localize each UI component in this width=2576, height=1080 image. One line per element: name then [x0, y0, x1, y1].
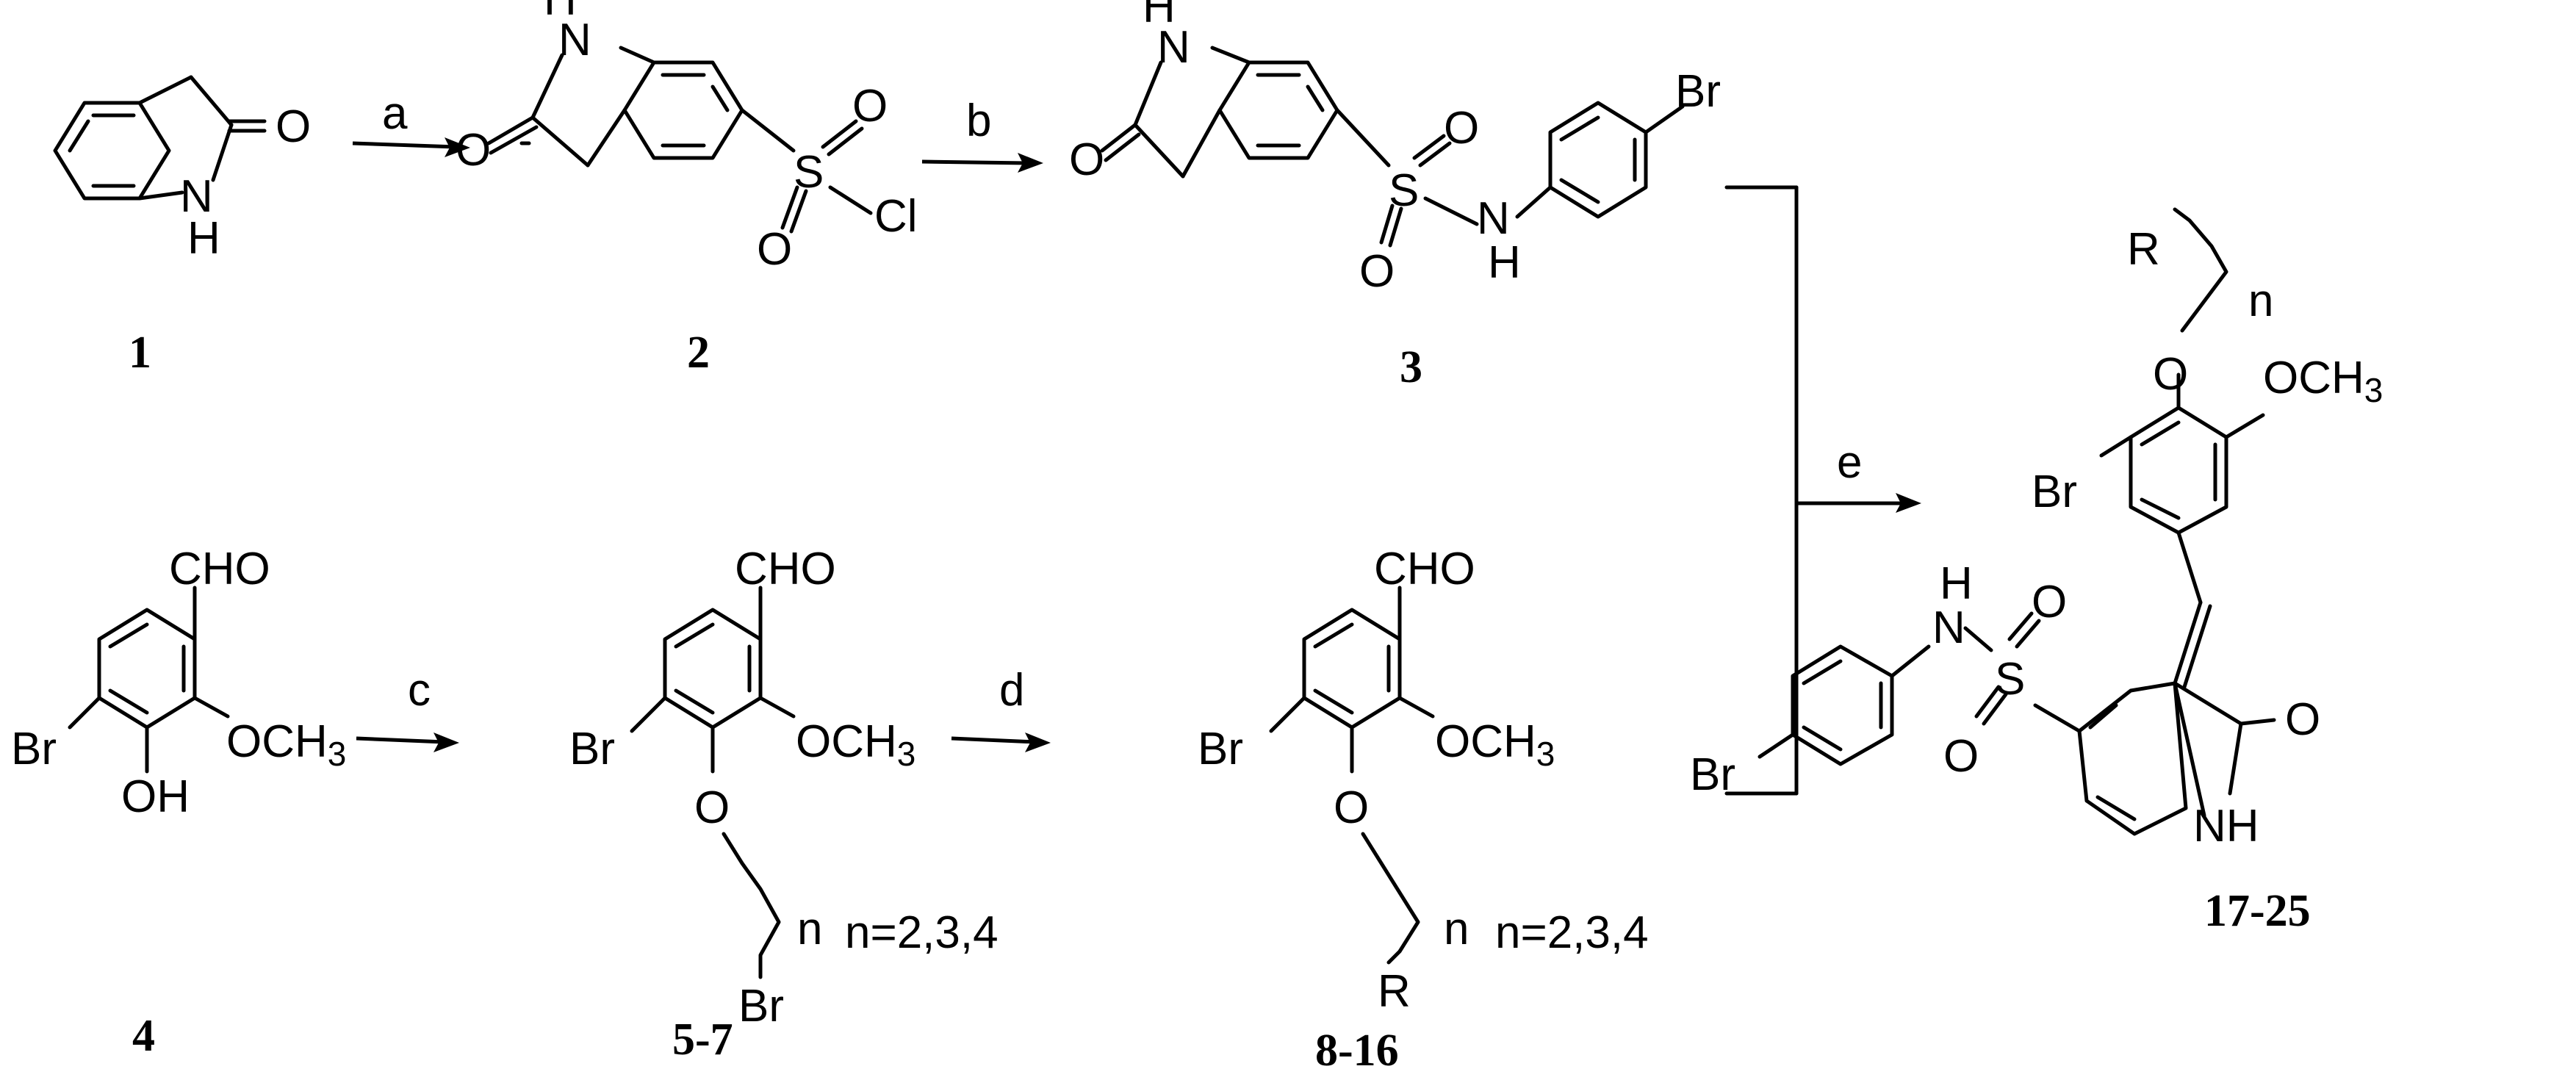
compound-label-5-7: 5-7 — [672, 1015, 733, 1065]
atom-h: H — [1488, 237, 1521, 288]
atom-br: Br — [1675, 66, 1721, 117]
atom-r: R — [2127, 224, 2160, 275]
atom-br: Br — [1198, 724, 1243, 774]
compound-2-structure: N H O S O O Cl — [456, 0, 918, 275]
compound-label-1: 1 — [129, 328, 151, 378]
step-label-a: a — [382, 88, 408, 139]
atom-h: H — [1940, 558, 1973, 609]
arrow-step-c — [356, 732, 459, 752]
atom-oh: OH — [121, 771, 190, 822]
compound-label-17-25: 17-25 — [2204, 886, 2311, 936]
compound-5-7-structure: CHO Br OCH3 O n Br — [569, 544, 915, 1032]
atom-n: N — [180, 171, 213, 222]
atom-o: O — [2032, 577, 2067, 627]
atom-o: O — [1334, 782, 1369, 833]
atom-br: Br — [1690, 749, 1735, 800]
compound-4-structure: CHO Br OH OCH3 — [11, 544, 346, 822]
atom-o: O — [1069, 134, 1104, 185]
step-label-e: e — [1837, 437, 1862, 488]
atom-br: Br — [11, 724, 57, 774]
arrow-step-d — [951, 732, 1051, 752]
atom-br: Br — [2032, 467, 2077, 517]
atom-n: N — [1157, 22, 1190, 73]
arrow-step-e — [1796, 493, 1921, 513]
atom-n: N — [558, 15, 591, 65]
atom-s: S — [1995, 654, 2025, 705]
atom-h: H — [187, 213, 220, 264]
atom-n-count: n — [1444, 904, 1469, 954]
bracket-merge — [1724, 185, 1799, 796]
atom-nh: NH — [2193, 801, 2259, 852]
atom-br: Br — [738, 981, 784, 1032]
atom-o: O — [1444, 103, 1479, 154]
atom-n-count: n — [797, 904, 822, 954]
atom-cho: CHO — [169, 544, 270, 594]
atom-n: N — [1932, 602, 1965, 653]
atom-o: O — [852, 81, 888, 132]
atom-o: O — [757, 224, 792, 275]
atom-och3: OCH3 — [226, 716, 346, 773]
atom-s: S — [794, 147, 824, 198]
compound-label-4: 4 — [132, 1011, 155, 1061]
step-label-c: c — [408, 665, 431, 716]
compound-1-structure: O N H — [53, 75, 311, 264]
arrow-step-b — [921, 153, 1043, 173]
atom-n: N — [1477, 193, 1510, 244]
atom-o: O — [276, 101, 311, 152]
atom-o: O — [694, 782, 730, 833]
compound-label-8-16: 8-16 — [1315, 1026, 1399, 1076]
atom-h: H — [544, 0, 577, 25]
atom-n-count: n — [2248, 276, 2273, 326]
atom-cho: CHO — [735, 544, 836, 594]
atom-o: O — [2285, 694, 2320, 745]
atom-o: O — [1943, 731, 1979, 782]
atom-o: O — [456, 125, 491, 176]
atom-o: O — [2153, 349, 2188, 400]
n-values-8-16: n=2,3,4 — [1495, 907, 1649, 958]
compound-label-2: 2 — [687, 328, 710, 378]
compound-3-structure: N H O S O O N H Br — [1069, 0, 1721, 297]
atom-br: Br — [569, 724, 615, 774]
atom-och3: OCH3 — [796, 716, 915, 773]
step-label-d: d — [999, 665, 1024, 716]
atom-h: H — [1143, 0, 1176, 32]
atom-r: R — [1378, 966, 1411, 1017]
compound-17-25-structure: R n O OCH3 Br O NH S O O N H Br — [1690, 207, 2383, 852]
atom-o: O — [1359, 246, 1395, 297]
arrow-step-a — [352, 137, 470, 157]
atom-s: S — [1389, 165, 1419, 216]
compound-label-3: 3 — [1400, 342, 1422, 392]
step-label-b: b — [966, 96, 991, 146]
atom-cl: Cl — [874, 191, 918, 242]
atom-cho: CHO — [1374, 544, 1475, 594]
atom-och3: OCH3 — [2263, 353, 2383, 409]
n-values-5-7: n=2,3,4 — [845, 907, 999, 958]
atom-och3: OCH3 — [1435, 716, 1555, 773]
compound-8-16-structure: CHO Br OCH3 O n R — [1198, 544, 1555, 1017]
